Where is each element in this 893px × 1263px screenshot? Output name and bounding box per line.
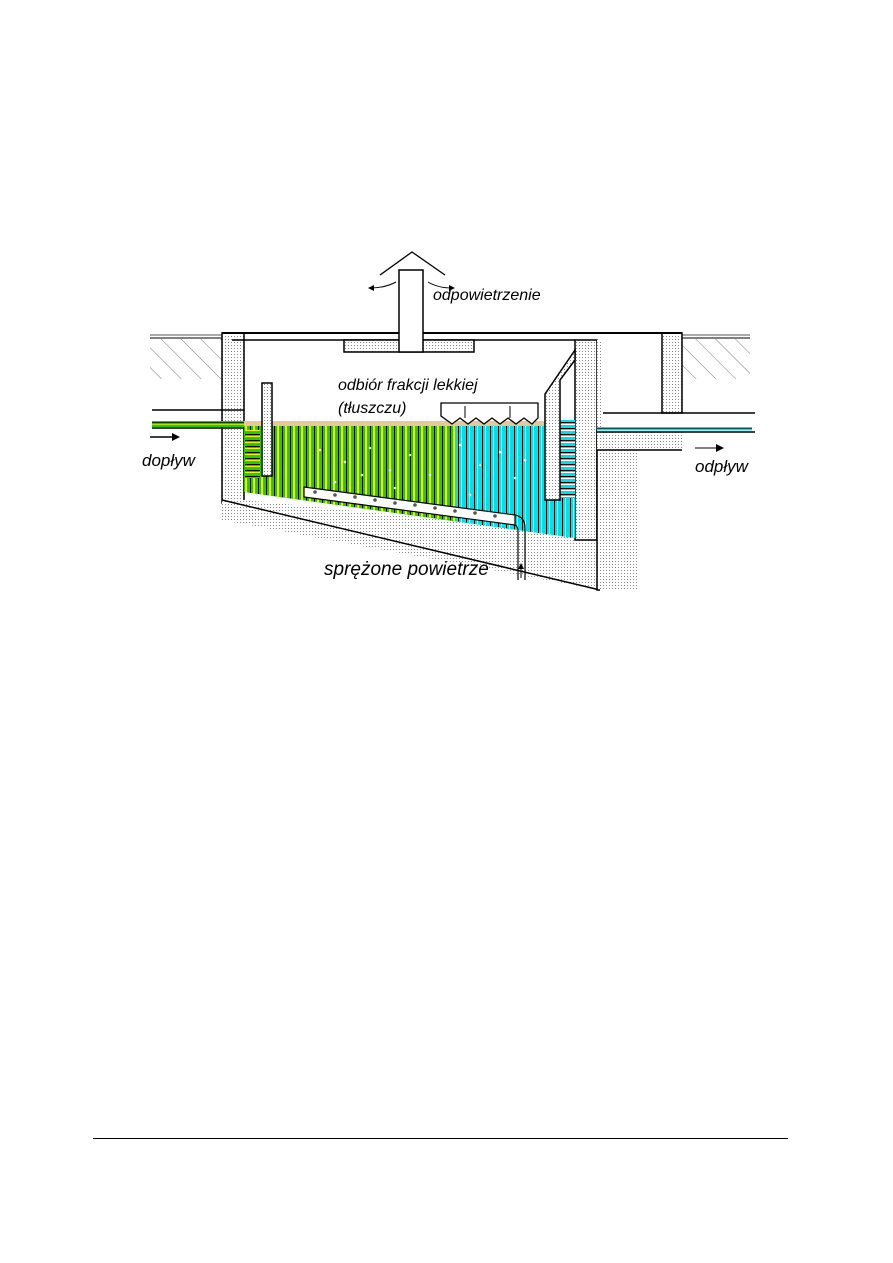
ground-right <box>682 334 750 379</box>
skim-label-line2: (tłuszczu) <box>338 400 406 417</box>
footer-rule <box>93 1138 788 1139</box>
vent-label: odpowietrzenie <box>433 287 541 304</box>
outlet-pipe <box>597 412 755 452</box>
grease-skimmer <box>440 402 539 425</box>
outlet-baffle <box>544 347 576 501</box>
inlet-baffle <box>261 382 273 477</box>
aeration-pipe <box>303 486 526 580</box>
skim-label-line1: odbiór frakcji lekkiej <box>338 377 478 394</box>
outflow-label: odpływ <box>695 457 750 476</box>
air-label: sprężone powietrze <box>324 559 489 580</box>
ground-left <box>150 334 222 379</box>
tank-walls <box>221 332 683 591</box>
vent-pipe <box>368 251 455 353</box>
inflow-label: dopływ <box>142 451 197 470</box>
inlet-pipe <box>150 409 244 441</box>
